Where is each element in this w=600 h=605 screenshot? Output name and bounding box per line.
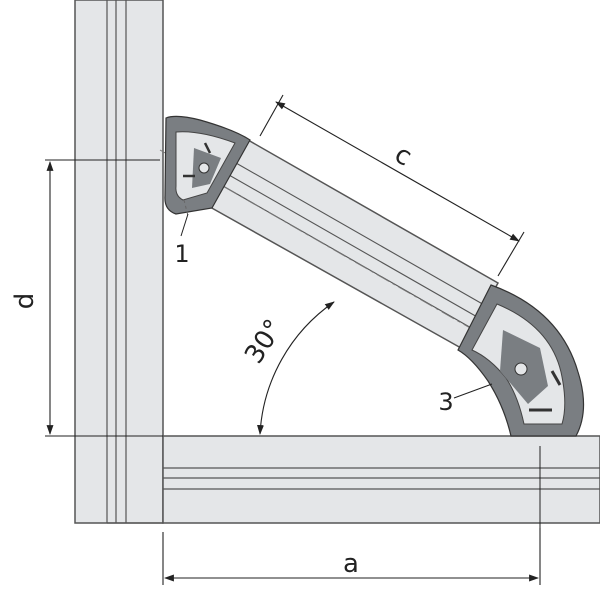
label-d: d bbox=[10, 293, 40, 310]
centre-lines bbox=[150, 159, 541, 528]
label-part-1: 1 bbox=[174, 240, 189, 268]
connector-3 bbox=[457, 284, 585, 437]
connector-1 bbox=[164, 115, 251, 215]
vertical-profile bbox=[74, 0, 164, 524]
label-c: c bbox=[389, 139, 416, 172]
dimension-d bbox=[45, 159, 163, 437]
leader-lines bbox=[180, 213, 493, 399]
label-angle: 30° bbox=[239, 314, 289, 369]
angle-arc bbox=[257, 301, 335, 435]
label-a: a bbox=[343, 549, 359, 579]
label-part-3: 3 bbox=[438, 388, 453, 416]
dimension-a bbox=[162, 528, 541, 585]
dimension-c bbox=[259, 94, 525, 277]
horizontal-profile bbox=[107, 435, 600, 524]
